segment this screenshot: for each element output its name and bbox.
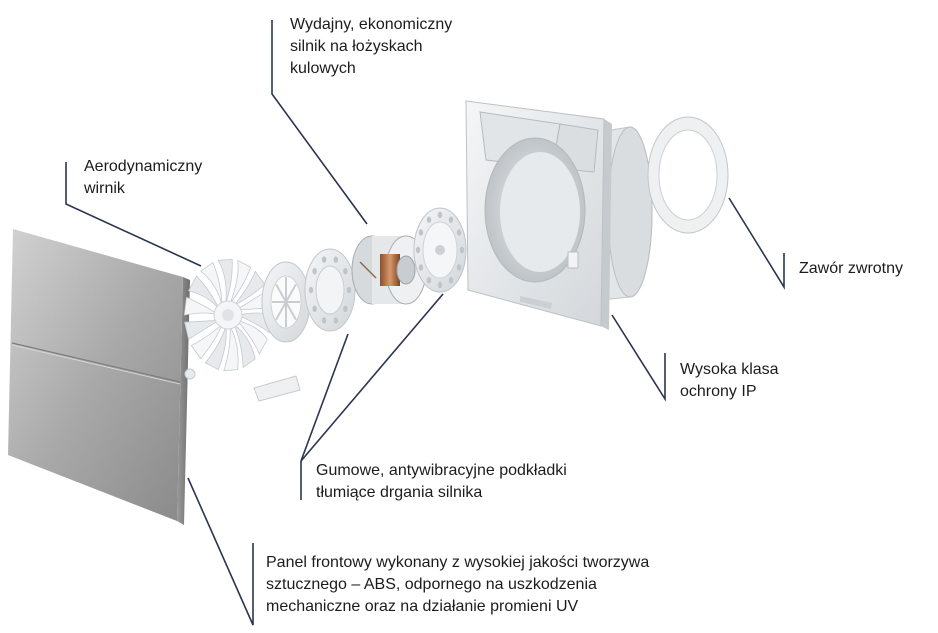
label-panel-line-2: sztucznego – ABS, odpornego na uszkodzen… <box>266 574 649 596</box>
plate-hole <box>457 229 461 235</box>
plate-hole <box>347 287 351 293</box>
label-panel-line-1: Panel frontowy wykonany z wysokiej jakoś… <box>266 552 649 574</box>
label-motor: Wydajny, ekonomiczny silnik na łożyskach… <box>290 14 452 80</box>
housing <box>466 101 652 330</box>
plate-hole <box>322 256 326 262</box>
plate-hole <box>457 264 461 270</box>
label-valve-line-1: Zawór zwrotny <box>799 258 903 280</box>
plate-hole <box>438 212 442 218</box>
label-impeller-line-2: wirnik <box>84 178 202 200</box>
mounting-clip <box>185 369 300 401</box>
leader-panel <box>188 478 253 625</box>
label-panel: Panel frontowy wykonany z wysokiej jakoś… <box>266 552 649 618</box>
plate-hole <box>416 247 420 253</box>
plate-hole <box>343 306 347 312</box>
motor-plate <box>414 208 466 292</box>
plate-hole <box>427 216 431 222</box>
plate-hole <box>343 268 347 274</box>
label-motor-line-1: Wydajny, ekonomiczny <box>290 14 452 36</box>
label-ip-line-1: Wysoka klasa <box>680 359 779 381</box>
plate-hole <box>334 317 338 323</box>
label-dampers: Gumowe, antywibracyjne podkładki tłumiąc… <box>316 460 567 504</box>
label-dampers-line-2: tłumiące drgania silnika <box>316 482 567 504</box>
plate-hole <box>419 264 423 270</box>
plate-hole <box>334 256 338 262</box>
impeller <box>184 259 271 370</box>
label-impeller-line-1: Aerodynamiczny <box>84 156 202 178</box>
plate-hole <box>449 216 453 222</box>
plate-hole <box>438 282 442 288</box>
plate-hole <box>419 229 423 235</box>
check-valve <box>648 117 728 233</box>
front-panel <box>8 229 190 525</box>
plate-hole <box>312 306 316 312</box>
damper-ring-2 <box>305 249 355 331</box>
plate-hole <box>449 277 453 283</box>
leader-ip <box>612 315 665 399</box>
plate-hole <box>312 268 316 274</box>
damper-ring-1 <box>262 262 310 342</box>
label-dampers-line-1: Gumowe, antywibracyjne podkładki <box>316 460 567 482</box>
label-ip-line-2: ochrony IP <box>680 381 779 403</box>
plate-hole <box>309 287 313 293</box>
leader-damper-a <box>301 334 348 461</box>
label-panel-line-3: mechaniczne oraz na działanie promieni U… <box>266 596 649 618</box>
label-impeller: Aerodynamiczny wirnik <box>84 156 202 200</box>
label-valve: Zawór zwrotny <box>799 258 903 280</box>
label-motor-line-2: silnik na łożyskach <box>290 36 452 58</box>
plate-hole <box>322 317 326 323</box>
label-motor-line-3: kulowych <box>290 58 452 80</box>
leader-valve <box>729 198 784 287</box>
label-ip: Wysoka klasa ochrony IP <box>680 359 779 403</box>
plate-hole <box>427 277 431 283</box>
plate-hole <box>460 247 464 253</box>
